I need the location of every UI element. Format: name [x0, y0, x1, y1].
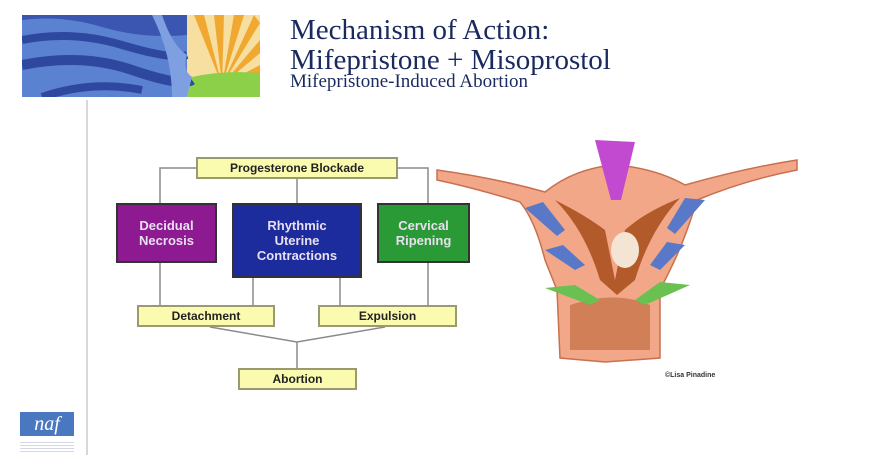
progesterone-blockade-box: Progesterone Blockade [196, 157, 398, 179]
illustration-credit: ©Lisa Pinadine [665, 372, 716, 379]
contraction-arrows-icon [525, 198, 705, 270]
naf-logo-small-text [20, 440, 74, 454]
divider-line [86, 100, 88, 455]
header-logo-image [21, 15, 260, 101]
rhythmic-contractions-box: Rhythmic Uterine Contractions [232, 203, 362, 278]
abortion-box: Abortion [238, 368, 357, 390]
subtitle: Mifepristone-Induced Abortion [290, 71, 528, 92]
naf-logo: naf [20, 412, 74, 436]
cervical-arrows-icon [545, 282, 690, 305]
decidual-necrosis-box: Decidual Necrosis [116, 203, 217, 263]
cervical-ripening-box: Cervical Ripening [377, 203, 470, 263]
detachment-box: Detachment [137, 305, 275, 327]
pressure-arrow-top-icon [595, 140, 635, 200]
expulsion-box: Expulsion [318, 305, 457, 327]
title-line-1: Mechanism of Action: [290, 14, 550, 46]
title-line-2: Mifepristone + Misoprostol [290, 44, 611, 76]
uterus-illustration [435, 140, 800, 370]
